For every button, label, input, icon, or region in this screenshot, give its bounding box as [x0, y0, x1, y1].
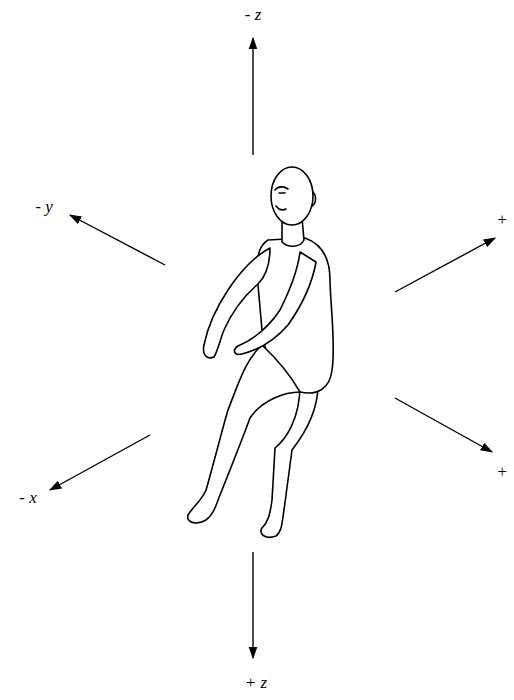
axis-arrows — [50, 38, 495, 658]
axis-label: - z — [245, 6, 262, 23]
axis-label: + — [496, 211, 507, 228]
axis-label: + z — [245, 674, 267, 691]
axis-label: + — [496, 463, 507, 480]
axis-label: - x — [19, 489, 36, 506]
axis-label: - y — [35, 198, 52, 215]
seated-figure — [188, 167, 334, 537]
